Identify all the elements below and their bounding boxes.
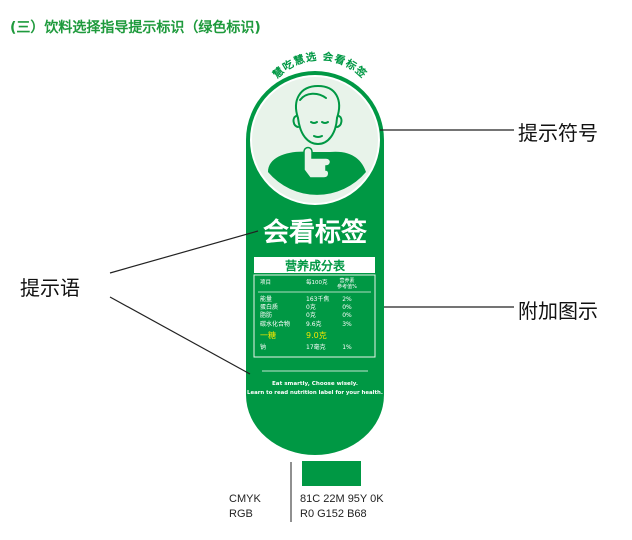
table-cell: 0克 (306, 303, 316, 311)
table-cell: 碳水化合物 (260, 320, 290, 328)
table-cell: 163千焦 (306, 295, 329, 303)
table-cell: 蛋白质 (260, 303, 278, 311)
nutrition-table-frame (253, 274, 376, 358)
panel-title: 营养成分表 (285, 258, 346, 273)
table-cell: 0克 (306, 311, 316, 319)
footer-line-2: Learn to read nutrition label for your h… (247, 390, 383, 396)
thumbs-up-person-icon (292, 85, 343, 145)
table-cell: 钠 (260, 343, 266, 351)
color-swatch (302, 461, 361, 486)
callout-line-prompt-headline (109, 230, 259, 274)
table-header: 项目 (260, 279, 271, 286)
table-cell: 1% (342, 344, 352, 351)
table-cell: 17毫克 (306, 343, 326, 351)
callout-symbol: 提示符号 (518, 121, 598, 145)
footer-line-1: Eat smartly, Choose wisely. (272, 381, 358, 387)
table-cell: 脂肪 (260, 311, 272, 319)
table-cell: 2% (342, 296, 352, 303)
table-cell: 一糖 (260, 330, 276, 340)
cmyk-label: CMYK (229, 493, 261, 505)
callout-prompt: 提示语 (20, 276, 80, 300)
table-cell: 9.6克 (306, 320, 322, 328)
rgb-label: RGB (229, 508, 253, 520)
emblem: 慧吃慧选 会看标签 (250, 50, 380, 205)
table-cell: 9.0克 (306, 331, 327, 340)
table-header: 营养素参考值% (337, 277, 357, 290)
table-cell: 0% (342, 312, 352, 319)
table-cell: 0% (342, 304, 352, 311)
callout-figure: 附加图示 (518, 299, 598, 323)
nutrition-table: 项目 每100克 营养素参考值% 能量 163千焦 2% 蛋白质 0克 0% 脂肪 0克 0% 碳水化合… (260, 277, 357, 351)
page-title: (三）饮料选择指导提示标识（绿色标识) (10, 20, 261, 36)
callout-line-prompt-footer (109, 296, 251, 375)
thumbs-up-hand-icon (303, 146, 332, 179)
table-header: 每100克 (306, 278, 328, 286)
panel-title-bar (254, 257, 375, 273)
cmyk-value: 81C 22M 95Y 0K (300, 493, 384, 505)
label-headline: 会看标签 (263, 217, 368, 248)
table-cell: 3% (342, 321, 352, 328)
rgb-value: R0 G152 B68 (300, 508, 367, 520)
table-cell: 能量 (260, 295, 272, 303)
